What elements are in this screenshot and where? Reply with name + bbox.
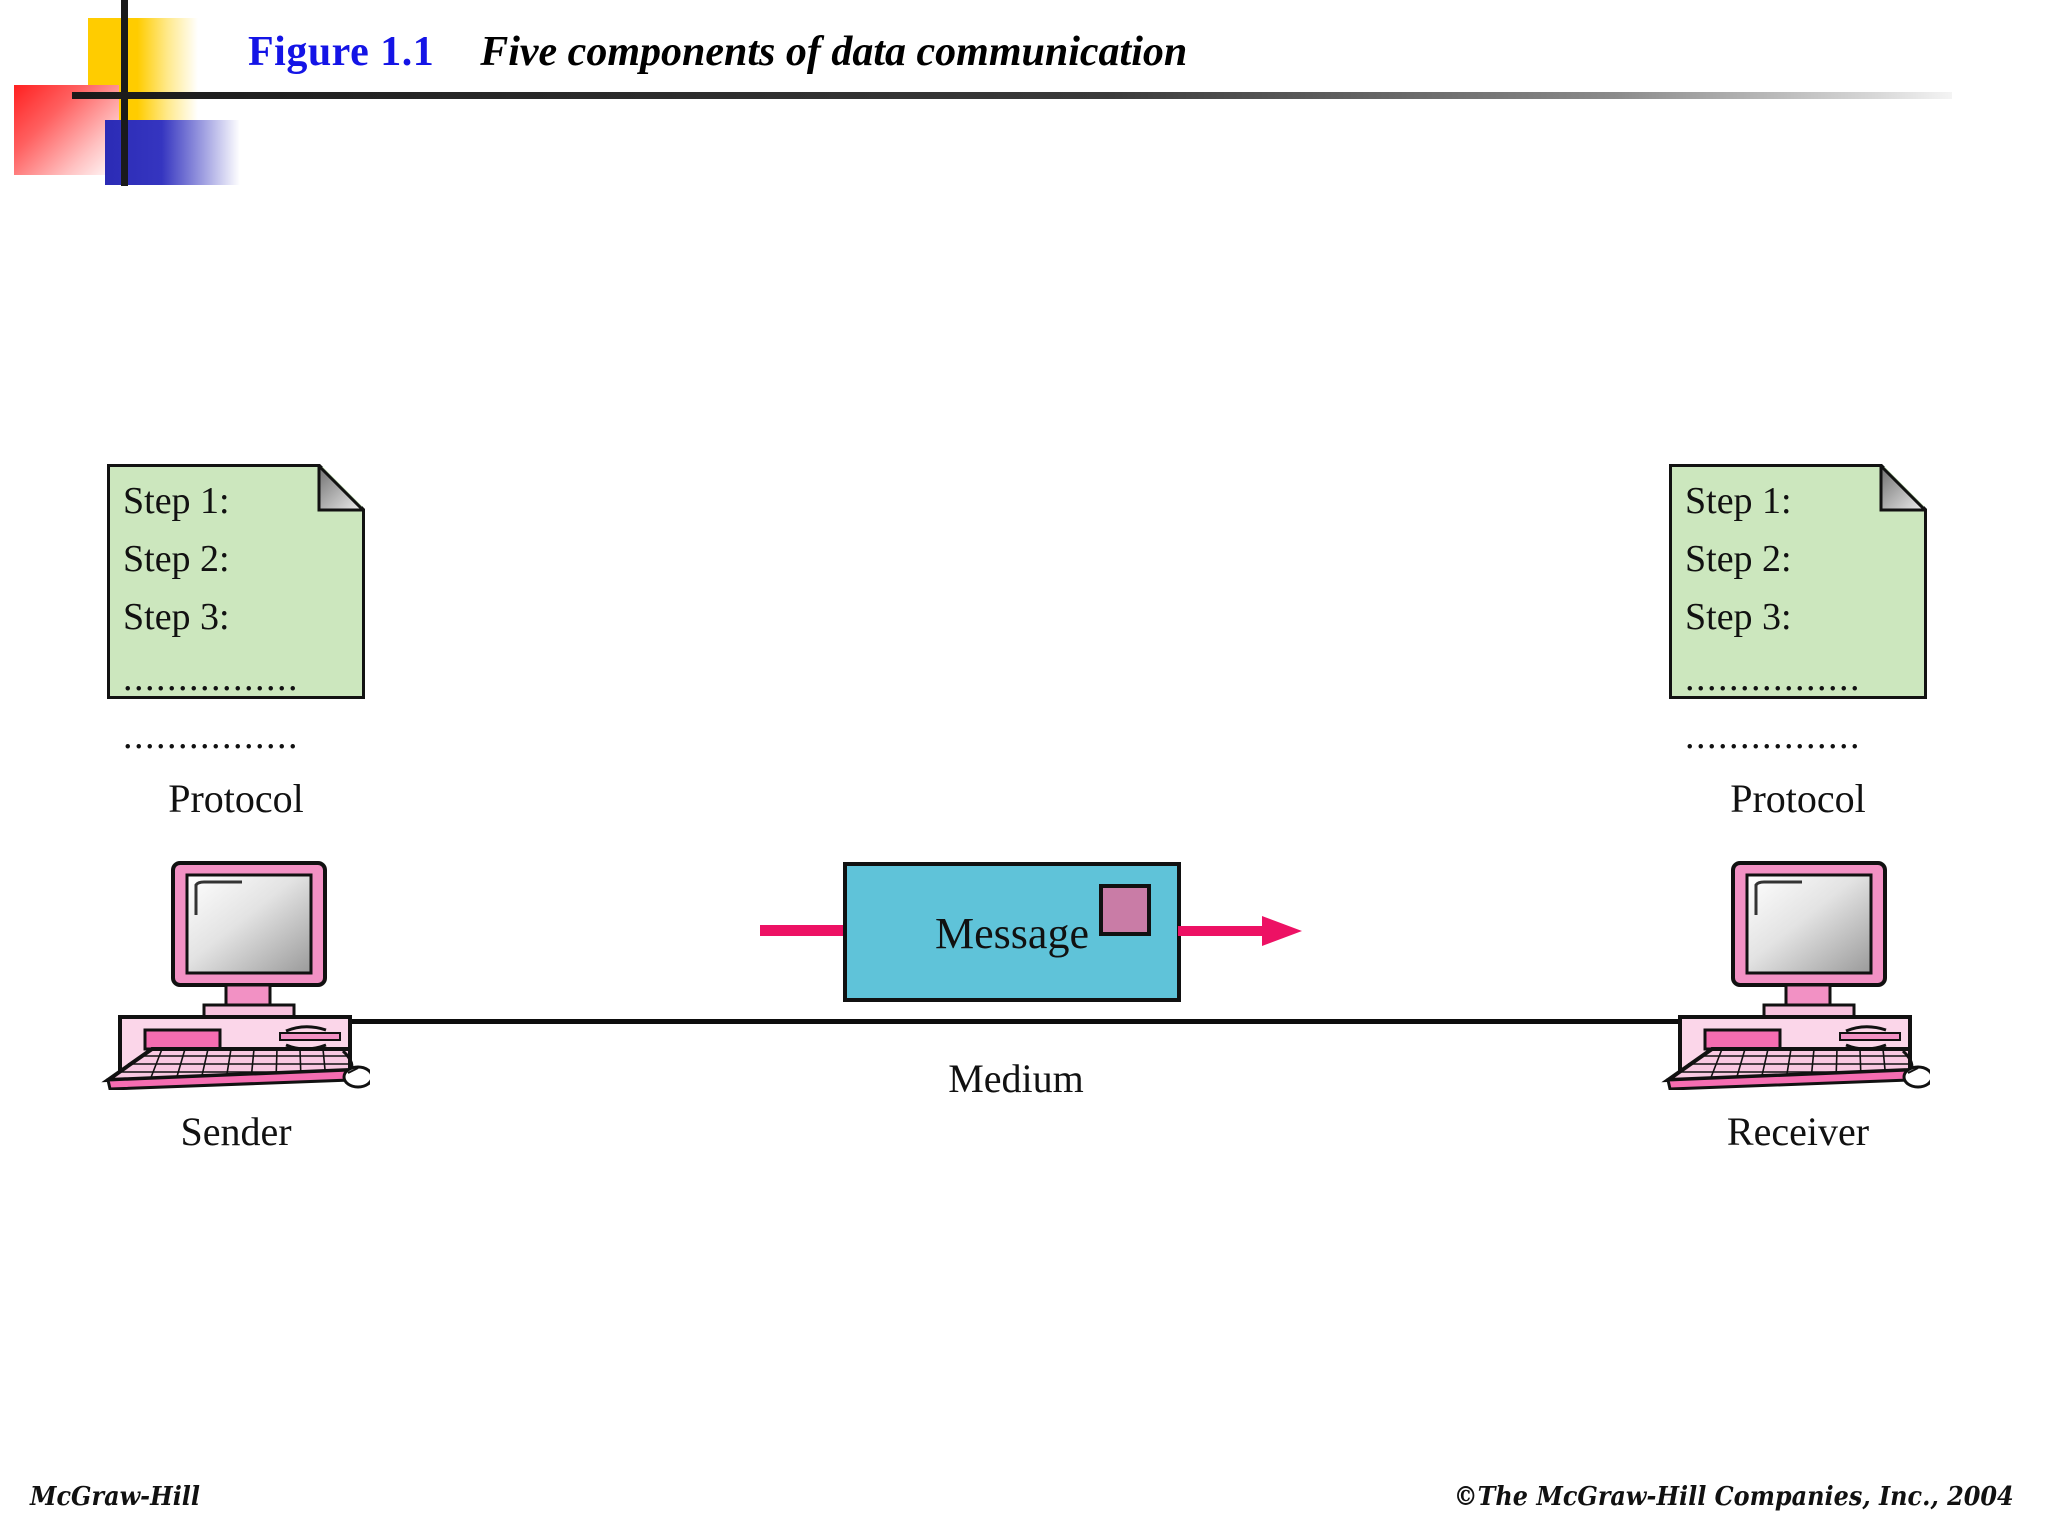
message-envelope: Message	[843, 862, 1181, 1002]
footer-brand: McGraw-Hill	[30, 1482, 200, 1512]
sender-label: Sender	[180, 1109, 292, 1154]
page-title: Figure 1.1 Five components of data commun…	[248, 28, 1187, 76]
protocol-step: Step 1:	[123, 480, 230, 522]
protocol-step: Step 3:	[123, 596, 230, 638]
receiver-label: Receiver	[1726, 1109, 1870, 1154]
protocol-dotted-line: ................	[123, 657, 299, 699]
document-lines-left: Step 1: Step 2: Step 3: ................…	[123, 472, 355, 762]
footer-copyright: ©The McGraw-Hill Companies, Inc., 2004	[1454, 1482, 2014, 1512]
protocol-step: Step 2:	[123, 538, 230, 580]
decor-horizontal-rule	[72, 92, 1952, 99]
protocol-label-right: Protocol	[1730, 776, 1866, 821]
protocol-step: Step 3:	[1685, 596, 1792, 638]
receiver-computer-icon	[1660, 855, 1930, 1090]
protocol-step: Step 2:	[1685, 538, 1792, 580]
protocol-dotted-line: ................	[1685, 657, 1861, 699]
protocol-label-left: Protocol	[168, 776, 304, 821]
message-stamp-icon	[1099, 884, 1151, 936]
figure-number: Figure 1.1	[248, 29, 435, 75]
figure-caption: Five components of data communication	[480, 29, 1188, 75]
protocol-dotted-line: ................	[1685, 715, 1861, 757]
protocol-document-left: Step 1: Step 2: Step 3: ................…	[107, 464, 365, 757]
message-label: Message	[935, 909, 1089, 958]
page-fold-icon-right	[1879, 464, 1927, 512]
protocol-step: Step 1:	[1685, 480, 1792, 522]
page-fold-icon-left	[317, 464, 365, 512]
message-arrow-tail	[760, 925, 870, 936]
decor-red-square	[14, 85, 119, 175]
protocol-dotted-line: ................	[123, 715, 299, 757]
document-lines-right: Step 1: Step 2: Step 3: ................…	[1685, 472, 1917, 762]
message-arrow-head	[1178, 913, 1302, 949]
sender-computer-icon	[100, 855, 370, 1090]
header-decoration	[0, 0, 400, 250]
medium-transmission-line	[253, 1019, 1793, 1024]
medium-label: Medium	[948, 1056, 1084, 1101]
protocol-document-right: Step 1: Step 2: Step 3: ................…	[1669, 464, 1927, 757]
